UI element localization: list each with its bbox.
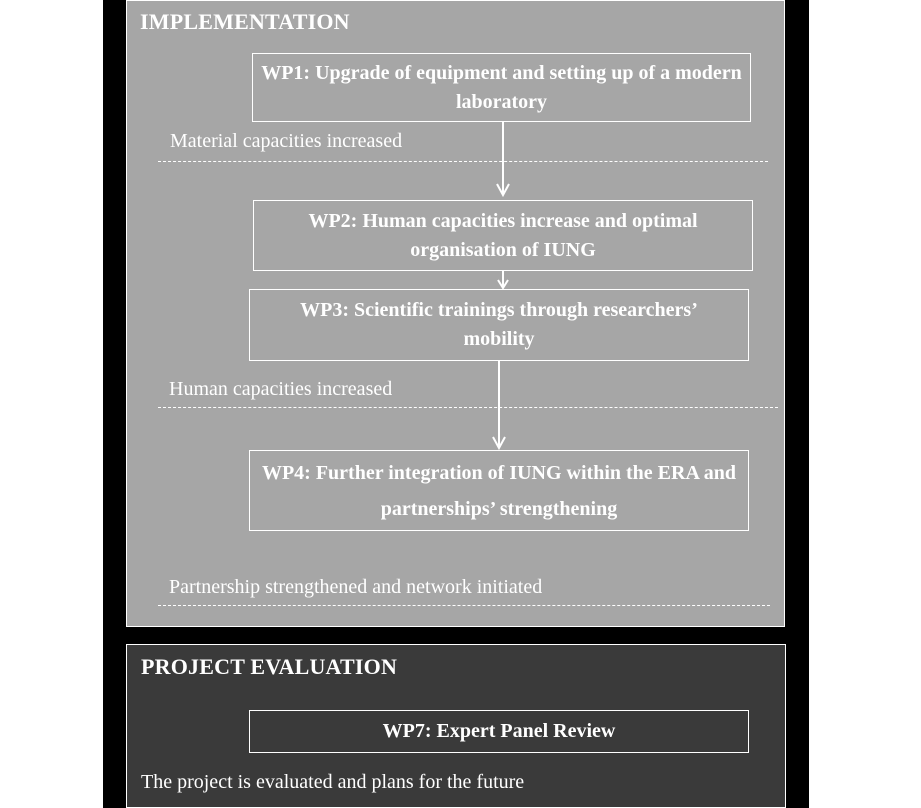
outcome-human-capacities: Human capacities increased xyxy=(169,378,393,400)
implementation-title: IMPLEMENTATION xyxy=(140,9,350,34)
wp7-label: WP7: Expert Panel Review xyxy=(382,720,616,742)
wp4-box: WP4: Further integration of IUNG within … xyxy=(249,450,749,531)
arrowhead-wp1-wp2 xyxy=(496,183,510,198)
arrowhead-wp3-wp4 xyxy=(492,436,506,451)
wp1-box: WP1: Upgrade of equipment and setting up… xyxy=(252,53,751,122)
wp3-box: WP3: Scientific trainings through resear… xyxy=(249,289,749,361)
wp1-label: WP1: Upgrade of equipment and setting up… xyxy=(261,61,742,113)
divider-line-1 xyxy=(158,161,768,162)
divider-line-3 xyxy=(158,605,770,606)
divider-line-2 xyxy=(158,407,778,408)
wp4-label: WP4: Further integration of IUNG within … xyxy=(261,461,737,520)
wp2-label: WP2: Human capacities increase and optim… xyxy=(308,209,698,261)
outcome-partnership: Partnership strengthened and network ini… xyxy=(169,576,543,598)
arrowhead-wp2-wp3 xyxy=(497,279,509,290)
wp3-label: WP3: Scientific trainings through resear… xyxy=(300,299,698,350)
outcome-evaluation: The project is evaluated and plans for t… xyxy=(141,771,525,793)
wp2-box: WP2: Human capacities increase and optim… xyxy=(253,200,753,271)
evaluation-title: PROJECT EVALUATION xyxy=(141,654,398,679)
implementation-panel xyxy=(126,0,785,627)
outcome-material-capacities: Material capacities increased xyxy=(170,130,403,152)
wp7-box: WP7: Expert Panel Review xyxy=(249,710,749,753)
